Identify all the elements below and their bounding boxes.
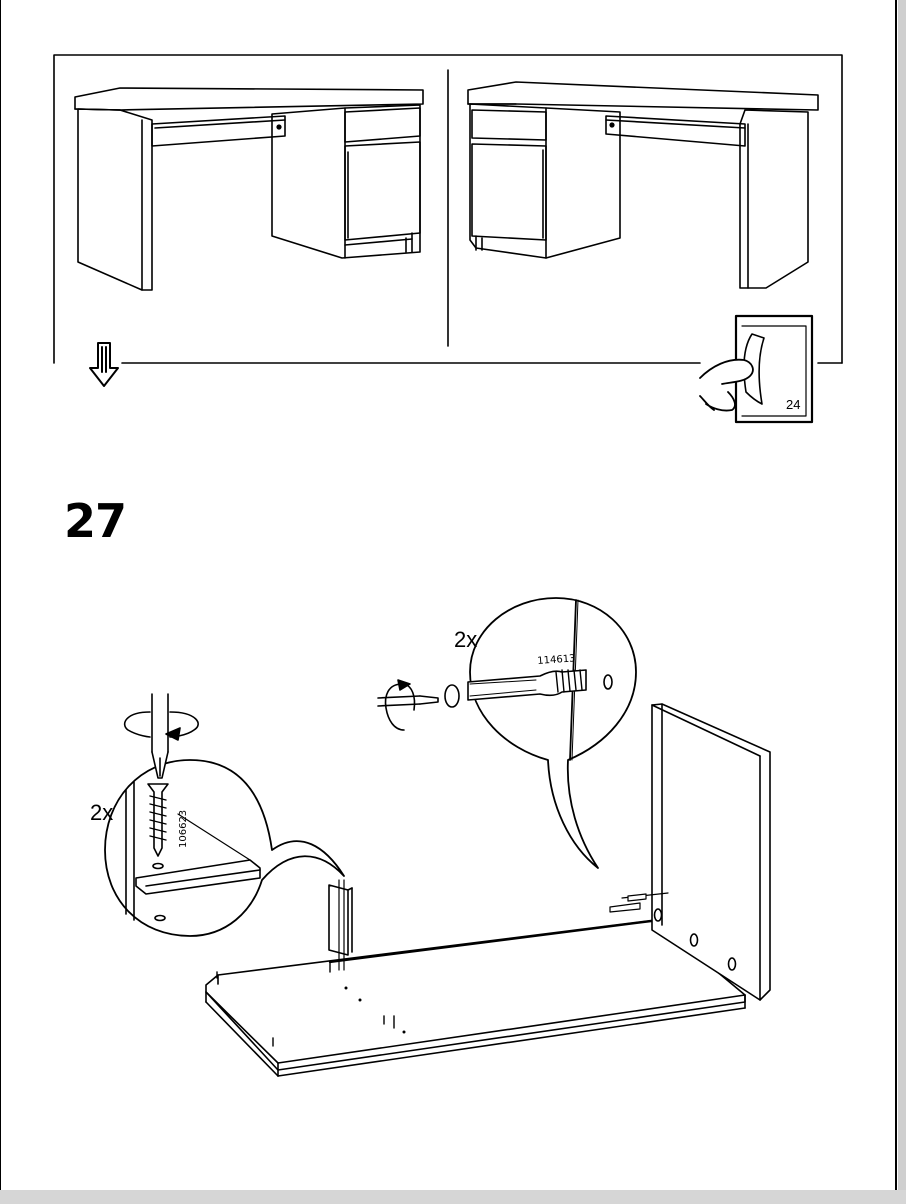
- screw-callout-bubble: [104, 759, 345, 937]
- bracket-part: [328, 879, 353, 971]
- turn-page-reference: 24: [786, 397, 801, 412]
- desk-right-view: [467, 81, 819, 289]
- down-arrow-icon: [89, 342, 119, 387]
- cam-callout-bubble: [444, 597, 637, 869]
- desk-left-view: [74, 87, 424, 291]
- bottom-panel: [205, 919, 746, 1077]
- turn-page-icon: [699, 314, 814, 424]
- screwdriver-cam-icon: [377, 679, 439, 731]
- page-shadow-right: [898, 0, 906, 1204]
- screw-quantity: 2x: [90, 800, 114, 825]
- step-number: 27: [64, 494, 127, 548]
- page-shadow-bottom: [0, 1190, 906, 1204]
- screwdriver-icon: [151, 693, 169, 779]
- rotate-icon: [123, 711, 199, 741]
- screw-part-number: 106623: [178, 809, 189, 848]
- overview-panel: [53, 54, 843, 364]
- cam-quantity: 2x: [454, 627, 478, 652]
- page-frame: [0, 0, 897, 1190]
- side-panel: [609, 703, 771, 1001]
